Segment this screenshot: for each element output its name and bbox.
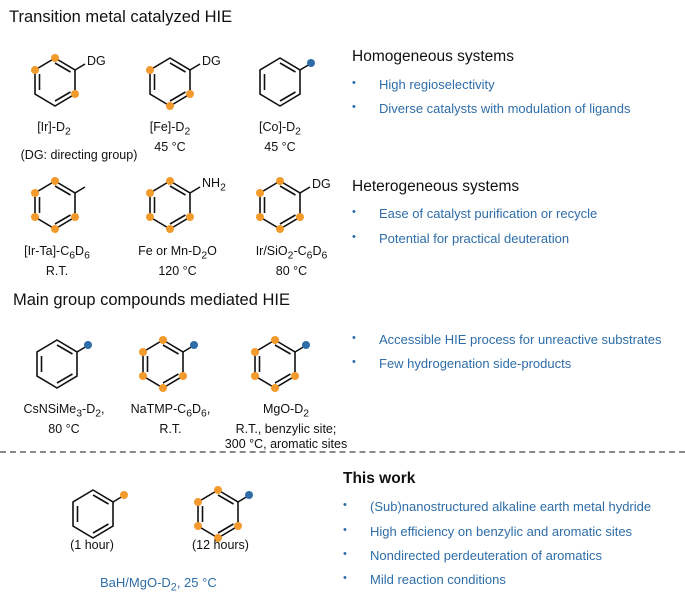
benzene-ring (254, 339, 296, 389)
benzene-ring (149, 57, 191, 107)
bullet-item: •Potential for practical deuteration (352, 231, 570, 246)
bullet-item: •(Sub)nanostructured alkaline earth meta… (343, 499, 652, 514)
section-title-main-group: Main group compounds mediated HIE (13, 291, 290, 309)
deuterium-site-dot (31, 213, 39, 221)
caption-12-hours: (12 hours) (192, 538, 249, 552)
dg-label: DG (87, 54, 106, 68)
deuterium-site-dot (307, 59, 315, 67)
deuterium-site-dot (179, 372, 187, 380)
this-work-title: This work (343, 470, 416, 487)
deuterium-site-dot (186, 90, 194, 98)
deuterium-site-dot (291, 372, 299, 380)
benzene-ring (72, 489, 114, 539)
deuterium-site-dot (31, 66, 39, 74)
molecule-this-work-1h (72, 489, 128, 539)
dg-label: DG (202, 54, 221, 68)
deuterium-site-dot (159, 336, 167, 344)
caption-ir: [Ir]-D2 (37, 120, 71, 138)
dg-note: (DG: directing group) (20, 148, 138, 162)
dg-label: DG (312, 177, 331, 191)
deuterium-site-dot (276, 225, 284, 233)
bullet-item: •High regioselectivity (352, 77, 495, 92)
deuterium-site-dot (51, 225, 59, 233)
deuterium-site-dot (234, 522, 242, 530)
caption-cs: CsNSiMe3-D2,80 °C (23, 402, 105, 436)
deuterium-site-dot (51, 54, 59, 62)
molecule-cs-mediated (36, 339, 92, 389)
deuterium-site-dot (166, 225, 174, 233)
deuterium-site-dot (71, 213, 79, 221)
deuterium-site-dot (166, 102, 174, 110)
deuterium-site-dot (51, 177, 59, 185)
deuterium-site-dot (31, 189, 39, 197)
section-title-transition-metal: Transition metal catalyzed HIE (9, 8, 233, 26)
deuterium-site-dot (194, 498, 202, 506)
deuterium-site-dot (146, 66, 154, 74)
molecule-ir-ta-catalyzed (31, 177, 86, 233)
bullet-item: •Accessible HIE process for unreactive s… (352, 332, 662, 347)
bullet-item: •High efficiency on benzylic and aromati… (343, 524, 633, 539)
molecule-natmp-mediated (139, 336, 198, 392)
deuterium-site-dot (186, 213, 194, 221)
deuterium-site-dot (271, 336, 279, 344)
deuterium-site-dot (302, 341, 310, 349)
molecule-ir-sio2-catalyzed (256, 177, 311, 233)
molecule-fe-catalyzed (146, 57, 201, 110)
homogeneous-title: Homogeneous systems (352, 48, 514, 65)
deuterium-site-dot (271, 384, 279, 392)
deuterium-site-dot (166, 177, 174, 185)
heterogeneous-title: Heterogeneous systems (352, 178, 520, 195)
molecule-aniline (146, 177, 201, 233)
deuterium-site-dot (251, 348, 259, 356)
molecule-co-catalyzed (259, 57, 315, 107)
bullet-item: •Diverse catalysts with modulation of li… (352, 101, 631, 116)
deuterium-site-dot (214, 486, 222, 494)
benzene-ring (259, 57, 301, 107)
deuterium-site-dot (139, 348, 147, 356)
deuterium-site-dot (146, 189, 154, 197)
deuterium-site-dot (71, 90, 79, 98)
deuterium-site-dot (256, 189, 264, 197)
deuterium-site-dot (245, 491, 253, 499)
deuterium-site-dot (214, 534, 222, 542)
benzene-ring (34, 57, 76, 107)
benzene-ring (34, 180, 76, 230)
deuterium-site-dot (120, 491, 128, 499)
benzene-ring (149, 180, 191, 230)
benzene-ring (197, 489, 239, 539)
deuterium-site-dot (190, 341, 198, 349)
molecule-mgo-mediated (251, 336, 310, 392)
deuterium-site-dot (256, 213, 264, 221)
deuterium-site-dot (296, 213, 304, 221)
bullet-item: •Nondirected perdeuteration of aromatics (343, 548, 602, 563)
deuterium-site-dot (84, 341, 92, 349)
molecule-ir-catalyzed (31, 54, 86, 107)
molecule-this-work-12h (194, 486, 253, 542)
benzene-ring (142, 339, 184, 389)
benzene-ring (259, 180, 301, 230)
bullet-item: •Ease of catalyst purification or recycl… (352, 206, 598, 221)
deuterium-site-dot (276, 177, 284, 185)
caption-natmp: NaTMP-C6D6,R.T. (130, 402, 211, 436)
deuterium-site-dot (159, 384, 167, 392)
caption-1-hour: (1 hour) (70, 538, 114, 552)
deuterium-site-dot (146, 213, 154, 221)
deuterium-site-dot (139, 372, 147, 380)
bullet-item: •Few hydrogenation side-products (352, 356, 572, 371)
section-divider (0, 451, 685, 453)
reaction-conditions: BaH/MgO-D2, 25 °C (100, 575, 217, 594)
deuterium-site-dot (194, 522, 202, 530)
deuterium-site-dot (251, 372, 259, 380)
nh2-label: NH2 (202, 176, 226, 194)
bullet-item: •Mild reaction conditions (343, 572, 506, 587)
benzene-ring (36, 339, 78, 389)
